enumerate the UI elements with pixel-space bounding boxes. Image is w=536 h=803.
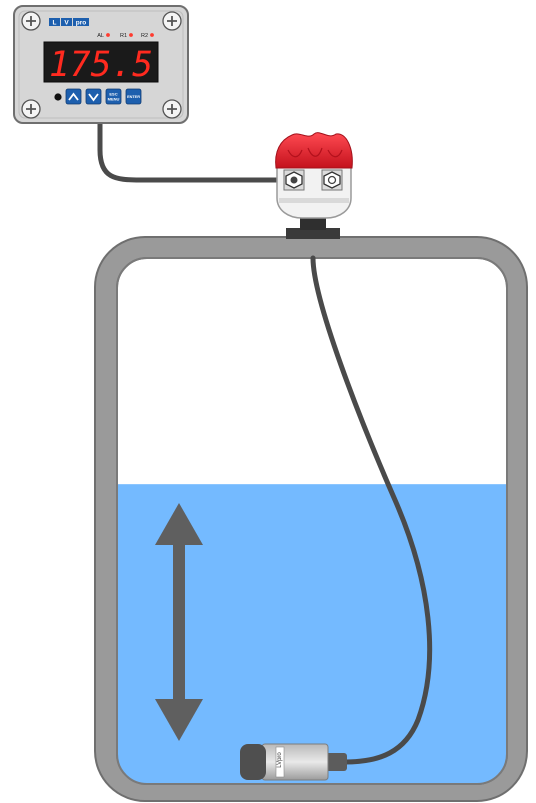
corner-screw-icon <box>162 99 182 119</box>
status-indicators: AL R1 R2 <box>97 33 154 39</box>
probe-body <box>261 743 329 781</box>
transmitter-cap <box>275 132 353 169</box>
level-transmitter <box>275 132 353 239</box>
probe-cable-gland <box>325 753 347 771</box>
esc-menu-button[interactable]: ESC MENU <box>105 88 122 105</box>
display-value: 175.5 <box>49 45 153 85</box>
tank <box>94 236 528 802</box>
enter-button[interactable]: ENTER <box>125 88 142 105</box>
brand-letter-2: V <box>64 20 69 27</box>
brand-logo: L V pro <box>49 18 89 27</box>
chevron-up-icon <box>68 92 79 101</box>
indicator-label-al: AL <box>97 33 104 39</box>
corner-screw-icon <box>21 11 41 31</box>
corner-screw-icon <box>162 11 182 31</box>
corner-screw-icon <box>21 99 41 119</box>
menu-label: MENU <box>108 97 120 102</box>
indicator-label-r1: R1 <box>120 33 127 39</box>
enter-label: ENTER <box>127 95 140 99</box>
esc-label: ESC <box>109 92 117 97</box>
panel-meter: L V pro AL R1 R2 175.5 ESC MEN <box>13 5 189 124</box>
indicator-led-al <box>106 33 110 37</box>
submersible-probe: LVpro <box>240 743 347 781</box>
brand-letter-3: pro <box>76 20 87 27</box>
probe-tip <box>240 744 266 780</box>
chevron-down-icon <box>88 93 99 102</box>
indicator-led-r1 <box>129 33 133 37</box>
transmitter-neck <box>300 216 326 230</box>
indicator-label-r2: R2 <box>141 33 148 39</box>
brand-letter-1: L <box>53 20 57 27</box>
indicator-led-r2 <box>150 33 154 37</box>
level-arrow-icon <box>155 503 203 741</box>
up-button[interactable] <box>65 88 82 105</box>
transmitter-mount-flange <box>286 228 340 239</box>
probe-cable <box>310 255 433 765</box>
cable-gland-left-icon <box>283 169 305 191</box>
cable-gland-right-icon <box>321 169 343 191</box>
probe-label: LVpro <box>277 752 283 768</box>
led-display <box>43 41 159 83</box>
down-button[interactable] <box>85 88 102 105</box>
meter-cable <box>97 119 293 183</box>
status-dot <box>54 93 62 101</box>
